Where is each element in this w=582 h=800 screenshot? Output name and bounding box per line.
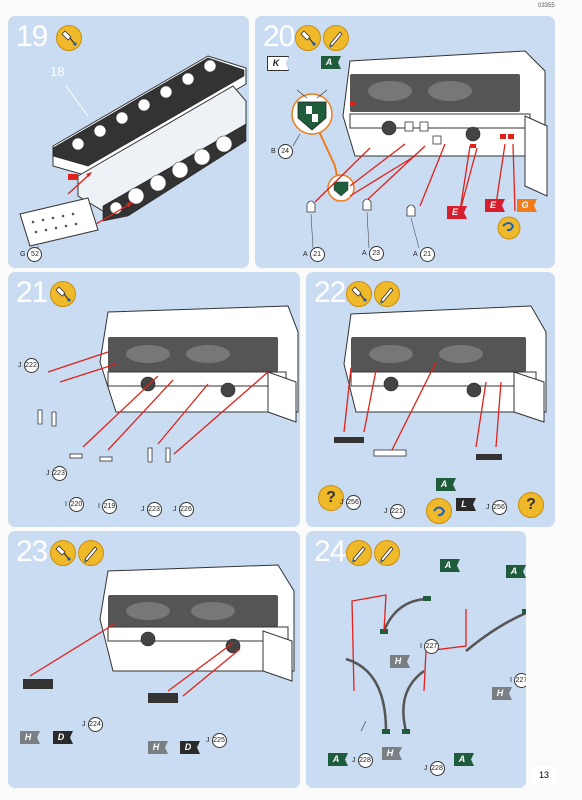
question-icon: ? — [518, 492, 544, 518]
color-flag-h: H — [148, 741, 168, 754]
step-number: 22 — [314, 276, 346, 309]
tank-rear-drawing — [23, 564, 295, 703]
color-flag-a: A — [328, 753, 348, 766]
color-flag-l: L — [456, 498, 476, 511]
glue-icon — [426, 498, 452, 524]
color-flag-a: A — [440, 559, 460, 572]
step-number: 21 — [16, 276, 48, 309]
page-number: 13 — [532, 766, 556, 784]
tank-rear-drawing — [291, 50, 548, 249]
step-number: 20 — [263, 20, 295, 53]
color-flag-a: A — [436, 478, 456, 491]
color-flag-h: H — [390, 655, 410, 668]
paint-brush-icon — [374, 540, 400, 566]
step-number: 19 — [16, 20, 48, 53]
question-icon: ? — [318, 485, 344, 511]
paint-brush-icon — [323, 25, 349, 51]
paint-brush-icon — [78, 540, 104, 566]
step-number: 24 — [314, 535, 346, 568]
glue-icon — [50, 540, 76, 566]
step-20-panel: 20 K A E — [255, 16, 555, 268]
color-flag-h: H — [20, 731, 40, 744]
color-flag-a: A — [454, 753, 474, 766]
color-flag-e: E — [447, 206, 467, 219]
tank-rear-drawing — [334, 305, 547, 460]
color-flag-h: H — [492, 687, 512, 700]
paint-brush-icon — [374, 281, 400, 307]
glue-icon — [295, 25, 321, 51]
color-flag-a: A — [321, 56, 341, 69]
document-code: 03355 — [538, 3, 555, 9]
paint-brush-icon — [346, 540, 372, 566]
color-flag-g: G — [517, 199, 537, 212]
tank-rear-drawing — [37, 305, 299, 463]
glue-icon — [50, 281, 76, 307]
color-flag-h: H — [382, 747, 402, 760]
color-flag-d: D — [180, 741, 200, 754]
hull-track-drawing — [19, 55, 247, 252]
tow-cable-drawing — [345, 594, 526, 734]
step-number: 23 — [16, 535, 48, 568]
color-flag-d: D — [53, 731, 73, 744]
callout-label: 18 — [50, 64, 65, 79]
color-flag-a: A — [506, 565, 526, 578]
color-flag-e: E — [485, 199, 505, 212]
glue-icon — [56, 25, 82, 51]
glue-icon — [346, 281, 372, 307]
